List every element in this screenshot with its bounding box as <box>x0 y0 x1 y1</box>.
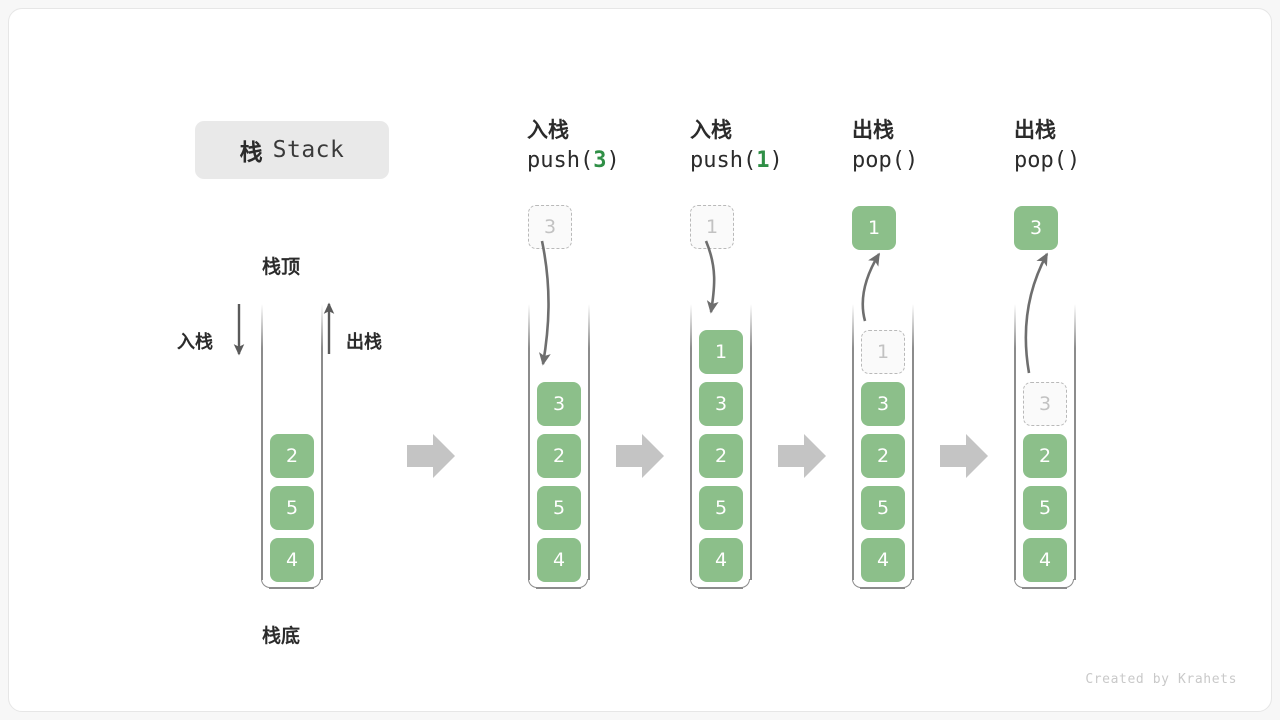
diagram-title-badge: 栈 Stack <box>195 121 389 179</box>
stack-cell: 4 <box>1023 538 1067 582</box>
column-header-code: push(3) <box>527 148 620 173</box>
removed-cell: 1 <box>861 330 905 374</box>
column-header-cn: 入栈 <box>690 118 732 142</box>
column-header-push-1: 入栈 push(1) <box>690 115 870 177</box>
title-en: Stack <box>272 137 345 163</box>
stack-cell: 4 <box>699 538 743 582</box>
stack-cell: 2 <box>1023 434 1067 478</box>
diagram-card: 栈 Stack 栈顶 栈底 入栈 出栈 入栈 push(3) 入栈 push(1… <box>8 8 1272 712</box>
stack-cell: 2 <box>537 434 581 478</box>
stack-cell: 5 <box>270 486 314 530</box>
stack-container-pop-2: 3 2 5 4 <box>1014 304 1076 589</box>
step-arrow <box>940 434 988 478</box>
footer-credit: Created by Krahets <box>1085 672 1237 687</box>
popped-cell-1: 1 <box>852 206 896 250</box>
stack-cell: 3 <box>861 382 905 426</box>
column-header-cn: 入栈 <box>527 118 569 142</box>
popped-cell-3: 3 <box>1014 206 1058 250</box>
column-header-cn: 出栈 <box>1014 118 1056 142</box>
stack-cell: 4 <box>861 538 905 582</box>
push-arrow-1 <box>704 240 719 314</box>
title-cn: 栈 <box>239 140 264 166</box>
label-stack-top: 栈顶 <box>262 256 301 278</box>
stack-cell: 2 <box>270 434 314 478</box>
step-arrow <box>407 434 455 478</box>
stack-cell: 5 <box>1023 486 1067 530</box>
label-stack-bottom: 栈底 <box>262 625 301 647</box>
stack-container-push-1: 1 3 2 5 4 <box>690 304 752 589</box>
stack-cell: 4 <box>270 538 314 582</box>
stack-cell: 1 <box>699 330 743 374</box>
stack-cell: 5 <box>861 486 905 530</box>
label-push-side: 入栈 <box>177 332 213 353</box>
stack-cell: 3 <box>699 382 743 426</box>
stack-cell: 2 <box>699 434 743 478</box>
stack-cell: 5 <box>699 486 743 530</box>
column-header-cn: 出栈 <box>852 118 894 142</box>
floating-cell-push-3: 3 <box>528 205 572 249</box>
stack-container-pop-1: 1 3 2 5 4 <box>852 304 914 589</box>
column-header-code: pop() <box>852 148 919 173</box>
step-arrow <box>778 434 826 478</box>
step-arrow <box>616 434 664 478</box>
code-arg: 1 <box>756 148 770 173</box>
floating-cell-push-1: 1 <box>690 205 734 249</box>
column-header-code: push(1) <box>690 148 783 173</box>
stack-container-push-3: 3 2 5 4 <box>528 304 590 589</box>
column-header-pop-2: 出栈 pop() <box>1014 115 1194 177</box>
code-arg: 3 <box>593 148 607 173</box>
stack-cell: 3 <box>537 382 581 426</box>
column-header-code: pop() <box>1014 148 1081 173</box>
column-header-push-3: 入栈 push(3) <box>527 115 707 177</box>
stack-container-initial: 2 5 4 <box>261 304 323 589</box>
label-pop-side: 出栈 <box>346 332 382 353</box>
stack-cell: 2 <box>861 434 905 478</box>
stack-cell: 5 <box>537 486 581 530</box>
removed-cell: 3 <box>1023 382 1067 426</box>
stack-cell: 4 <box>537 538 581 582</box>
column-header-pop-1: 出栈 pop() <box>852 115 1032 177</box>
